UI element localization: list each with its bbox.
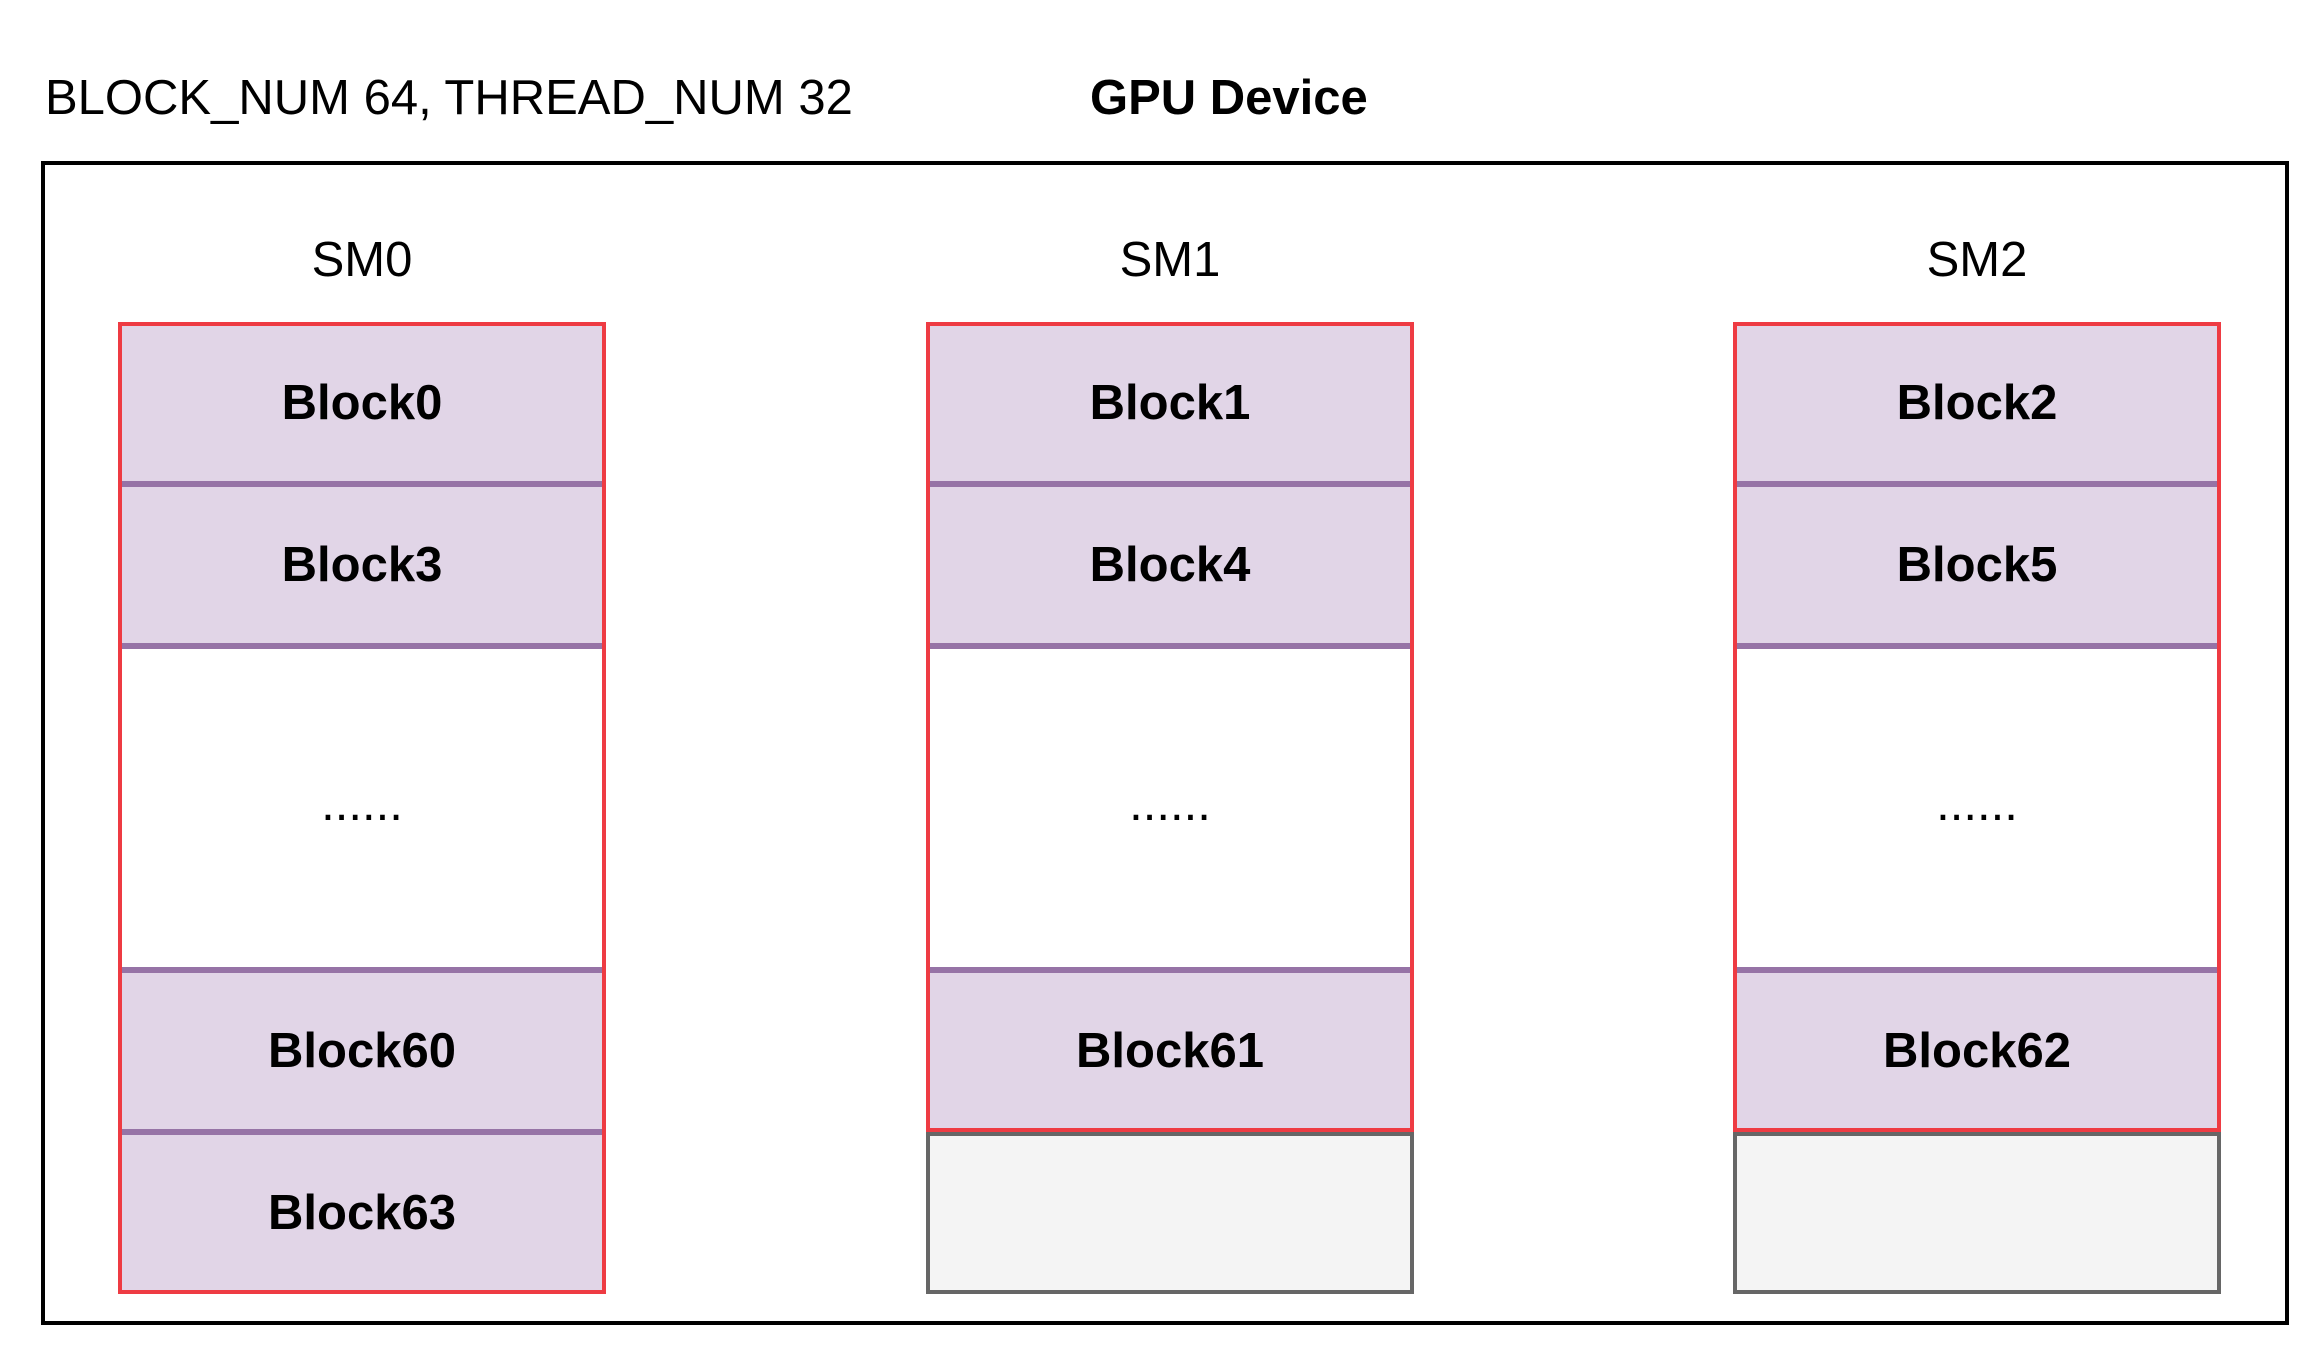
block-cell: Block3 [118, 484, 606, 646]
ellipsis-cell: ...... [926, 646, 1414, 970]
ellipsis-cell: ...... [118, 646, 606, 970]
sm-label: SM1 [1119, 233, 1221, 287]
config-label: BLOCK_NUM 64, THREAD_NUM 32 [45, 71, 853, 125]
block-cell: Block63 [118, 1132, 606, 1294]
block-cell: Block61 [926, 970, 1414, 1132]
gpu-device-box [41, 161, 2289, 1325]
block-cell: Block0 [118, 322, 606, 484]
block-cell: Block5 [1733, 484, 2221, 646]
sm-label: SM2 [1926, 233, 2028, 287]
empty-slot [1733, 1132, 2221, 1294]
device-title: GPU Device [1090, 71, 1368, 125]
block-cell: Block4 [926, 484, 1414, 646]
ellipsis-text: ...... [1936, 777, 2018, 831]
block-cell: Block2 [1733, 322, 2221, 484]
sm-label: SM0 [311, 233, 413, 287]
ellipsis-cell: ...... [1733, 646, 2221, 970]
block-cell: Block62 [1733, 970, 2221, 1132]
ellipsis-text: ...... [1129, 777, 1211, 831]
empty-slot [926, 1132, 1414, 1294]
block-cell: Block1 [926, 322, 1414, 484]
block-cell: Block60 [118, 970, 606, 1132]
ellipsis-text: ...... [321, 777, 403, 831]
